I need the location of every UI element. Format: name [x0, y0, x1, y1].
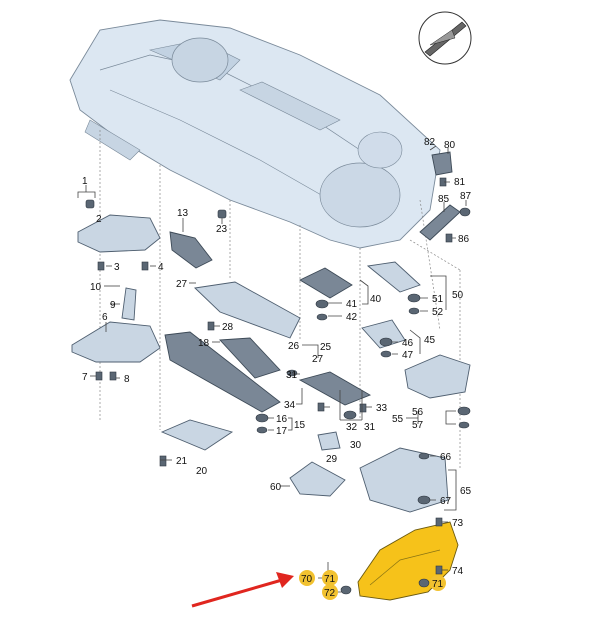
orientation-icon — [418, 11, 472, 65]
callout-70: 70 — [301, 574, 313, 585]
callout-1: 1 — [82, 176, 88, 187]
callout-4: 4 — [158, 262, 164, 273]
pointer-arrow — [191, 572, 294, 608]
callout-13: 13 — [177, 208, 189, 219]
callout-34: 34 — [284, 400, 296, 411]
guide-lines — [99, 130, 461, 470]
callout-41: 41 — [346, 299, 358, 310]
part-15-side-panel — [164, 331, 281, 413]
callout-29: 29 — [326, 454, 338, 465]
callout-27-lower: 27 — [312, 354, 324, 365]
highlight-markers — [299, 570, 446, 600]
callout-55: 55 — [392, 414, 404, 425]
part-18-panel — [219, 337, 281, 379]
callout-10: 10 — [90, 282, 102, 293]
callout-45: 45 — [424, 335, 436, 346]
callout-28: 28 — [222, 322, 234, 333]
callout-51: 51 — [432, 294, 444, 305]
callout-71-right: 71 — [432, 579, 444, 590]
callout-16: 16 — [276, 414, 288, 425]
callout-9: 9 — [110, 300, 116, 311]
callout-66: 66 — [440, 452, 452, 463]
callout-30: 30 — [350, 440, 362, 451]
callout-31-upper: 31 — [286, 370, 298, 381]
callout-27-upper: 27 — [176, 279, 188, 290]
part-30-bracket — [298, 371, 372, 406]
callout-7: 7 — [82, 372, 88, 383]
fasteners — [95, 177, 471, 595]
callout-40: 40 — [370, 294, 382, 305]
part-65-wheelhouse-liner — [359, 447, 449, 513]
callout-26: 26 — [288, 341, 300, 352]
callout-56: 56 — [412, 407, 424, 418]
callout-46: 46 — [402, 338, 414, 349]
callout-57: 57 — [412, 420, 424, 431]
part-20-plate — [160, 419, 234, 451]
callout-32: 32 — [346, 422, 358, 433]
callout-80: 80 — [444, 140, 456, 151]
callout-8: 8 — [124, 374, 130, 385]
callout-73: 73 — [452, 518, 464, 529]
callout-74: 74 — [452, 566, 464, 577]
callout-81: 81 — [454, 177, 466, 188]
callout-21: 21 — [176, 456, 188, 467]
callout-71-left: 71 — [324, 574, 336, 585]
callout-60: 60 — [270, 482, 282, 493]
part-6-underbody-panel — [71, 321, 161, 363]
part-60-panel — [289, 461, 346, 497]
callout-67: 67 — [440, 496, 452, 507]
callout-50: 50 — [452, 290, 464, 301]
part-29-clip — [317, 431, 341, 451]
callout-52: 52 — [432, 307, 444, 318]
part-13-cover — [169, 231, 213, 269]
callout-25: 25 — [320, 342, 332, 353]
callout-65: 65 — [460, 486, 472, 497]
callout-72: 72 — [324, 588, 336, 599]
callout-20: 20 — [196, 466, 208, 477]
callout-17: 17 — [276, 426, 288, 437]
callout-31-lower: 31 — [364, 422, 376, 433]
callout-2: 2 — [96, 214, 102, 225]
part-45-bracket — [361, 319, 406, 349]
callout-42: 42 — [346, 312, 358, 323]
callout-18: 18 — [198, 338, 210, 349]
part-25-tunnel-panel — [194, 281, 301, 339]
part-40-cover — [299, 267, 353, 299]
callout-87: 87 — [460, 191, 472, 202]
callout-15: 15 — [294, 420, 306, 431]
callout-6: 6 — [102, 312, 108, 323]
callout-47: 47 — [402, 350, 414, 361]
callout-86: 86 — [458, 234, 470, 245]
callout-labels: 1 2 3 4 10 9 6 7 8 13 23 27 28 18 26 25 … — [82, 137, 472, 599]
part-50-cover — [366, 261, 421, 293]
callout-23: 23 — [216, 224, 228, 235]
part-1-2-underbody-panel — [77, 199, 161, 253]
callout-82: 82 — [424, 137, 436, 148]
part-9-bracket — [121, 287, 137, 321]
callout-85: 85 — [438, 194, 450, 205]
callout-3: 3 — [114, 262, 120, 273]
car-body — [69, 19, 441, 249]
part-55-wheelhouse-liner — [404, 354, 471, 399]
callout-33: 33 — [376, 403, 388, 414]
